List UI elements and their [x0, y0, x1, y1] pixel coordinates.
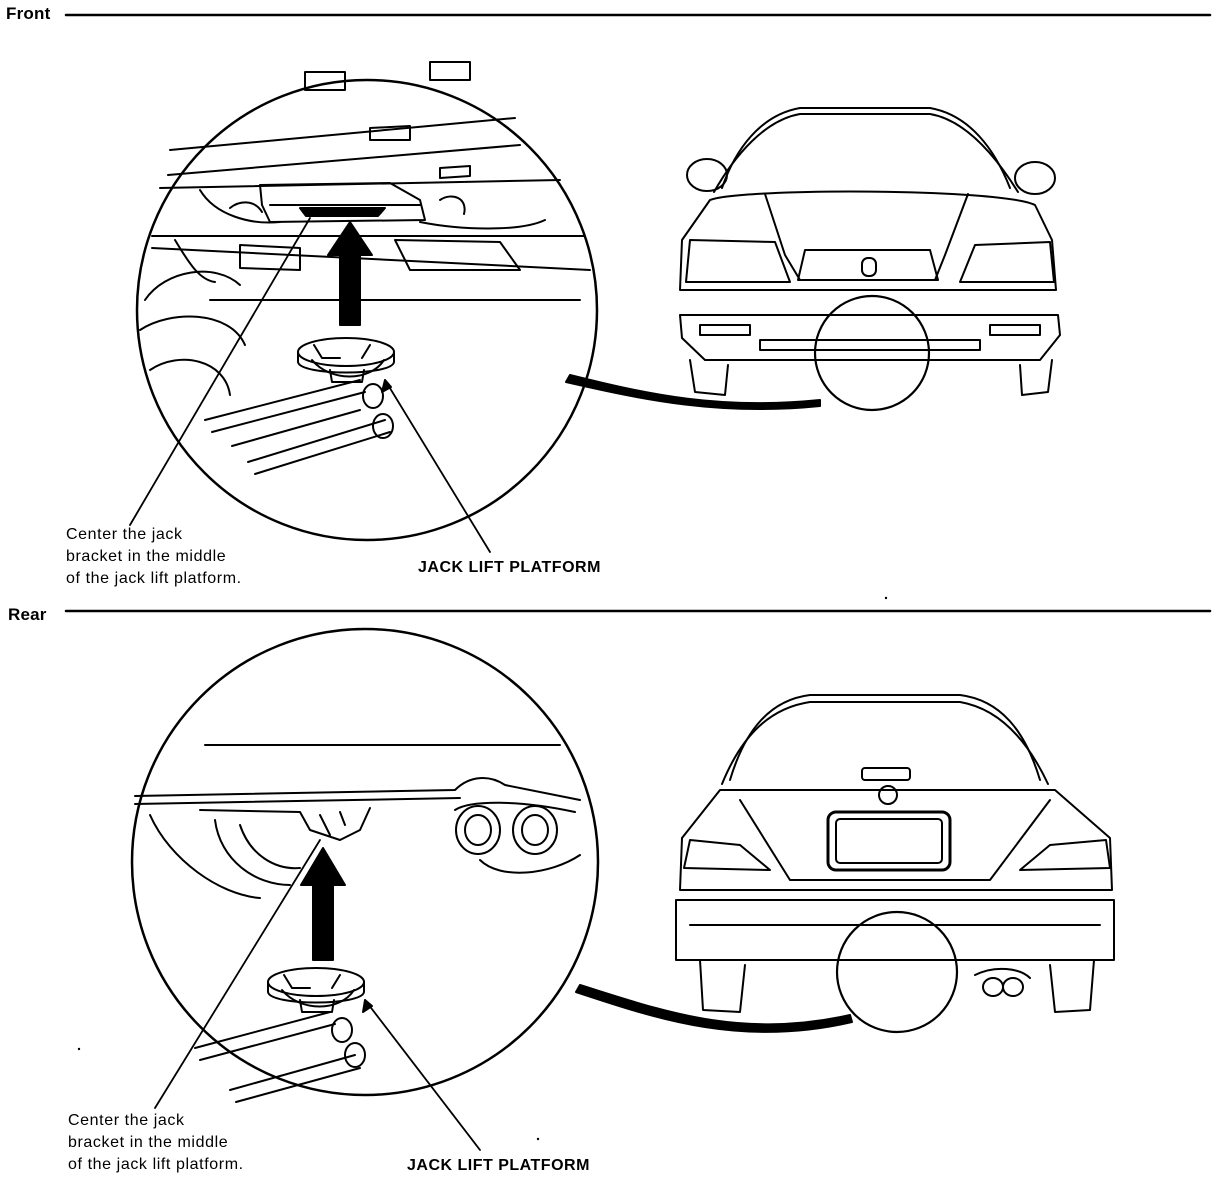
front-note: Center the jack bracket in the middle of… [66, 524, 326, 590]
rear-car [675, 694, 1115, 1034]
front-jack-pad [297, 337, 395, 383]
front-emblem [861, 257, 877, 277]
rear-suspension [199, 807, 371, 841]
front-car-windshield [713, 113, 1019, 193]
front-frame-members [174, 189, 546, 283]
front-wheels [689, 359, 1053, 396]
rear-exhaust-tips [454, 801, 581, 874]
front-car-hood-lines [764, 193, 969, 281]
rear-magnifier-circle [130, 627, 600, 1097]
rear-callout-arrowhead [362, 999, 373, 1013]
front-note-line-3: of the jack lift platform. [66, 570, 242, 587]
rear-callout-label: JACK LIFT PLATFORM [407, 1157, 590, 1174]
front-jack-rollers [362, 383, 394, 439]
rear-brake-light [861, 767, 911, 781]
rear-underbody-lines [134, 744, 581, 805]
front-note-leader [129, 217, 311, 526]
rear-magnify-target [835, 910, 959, 1034]
front-floor-tabs [304, 61, 471, 179]
front-mirror-left [686, 158, 728, 192]
front-callout-label: JACK LIFT PLATFORM [418, 559, 601, 576]
front-headlight-right [959, 241, 1055, 283]
front-note-line-1: Center the jack [66, 526, 183, 543]
rear-magnifier [130, 627, 600, 1151]
rear-tire [149, 814, 301, 899]
front-connector-band [565, 374, 821, 411]
rear-car-rear-window [721, 701, 1049, 785]
rear-bumper [675, 899, 1115, 961]
rear-license-plate [826, 810, 952, 872]
rear-heading: Rear [8, 605, 47, 624]
rear-jack-pad [267, 967, 365, 1013]
front-up-arrow [327, 221, 373, 326]
rear-note-line-2: bracket in the middle [68, 1134, 229, 1151]
rear-up-arrow [300, 847, 346, 961]
rear-trunk [679, 789, 1113, 891]
scan-specks [77, 596, 888, 1141]
rear-taillight-right [1019, 839, 1111, 871]
front-car-roof [721, 107, 1011, 189]
front-headlight-left [685, 239, 791, 283]
front-car-hood [679, 190, 1057, 291]
rear-jack-arms [194, 1011, 361, 1103]
rear-emblem [878, 785, 898, 805]
rear-note: Center the jack bracket in the middle of… [68, 1110, 328, 1176]
rear-car-exhaust [974, 967, 1031, 997]
front-jack-arms [204, 379, 391, 475]
front-magnify-target [813, 294, 931, 412]
front-bumper [679, 314, 1061, 361]
front-car [679, 107, 1061, 412]
front-magnifier-circle [135, 78, 599, 542]
front-heading: Front [6, 4, 51, 23]
rear-note-line-1: Center the jack [68, 1112, 185, 1129]
rear-note-leader [154, 839, 321, 1109]
rear-callout-leader [364, 999, 481, 1151]
front-magnifier [129, 61, 599, 553]
front-subframe [259, 182, 426, 223]
rear-jack-rollers [331, 1017, 366, 1068]
front-jack-bracket [299, 207, 386, 217]
front-callout-leader [384, 379, 491, 553]
rear-note-line-3: of the jack lift platform. [68, 1156, 244, 1173]
front-grille [797, 249, 939, 281]
front-note-line-2: bracket in the middle [66, 548, 227, 565]
front-mirror-right [1014, 161, 1056, 195]
front-tire [139, 270, 246, 396]
front-callout-arrowhead [381, 379, 392, 393]
rear-wheels [699, 959, 1095, 1013]
rear-connector-band [575, 984, 853, 1033]
rear-taillight-left [683, 839, 771, 871]
rear-trunk-lines [739, 799, 1051, 881]
